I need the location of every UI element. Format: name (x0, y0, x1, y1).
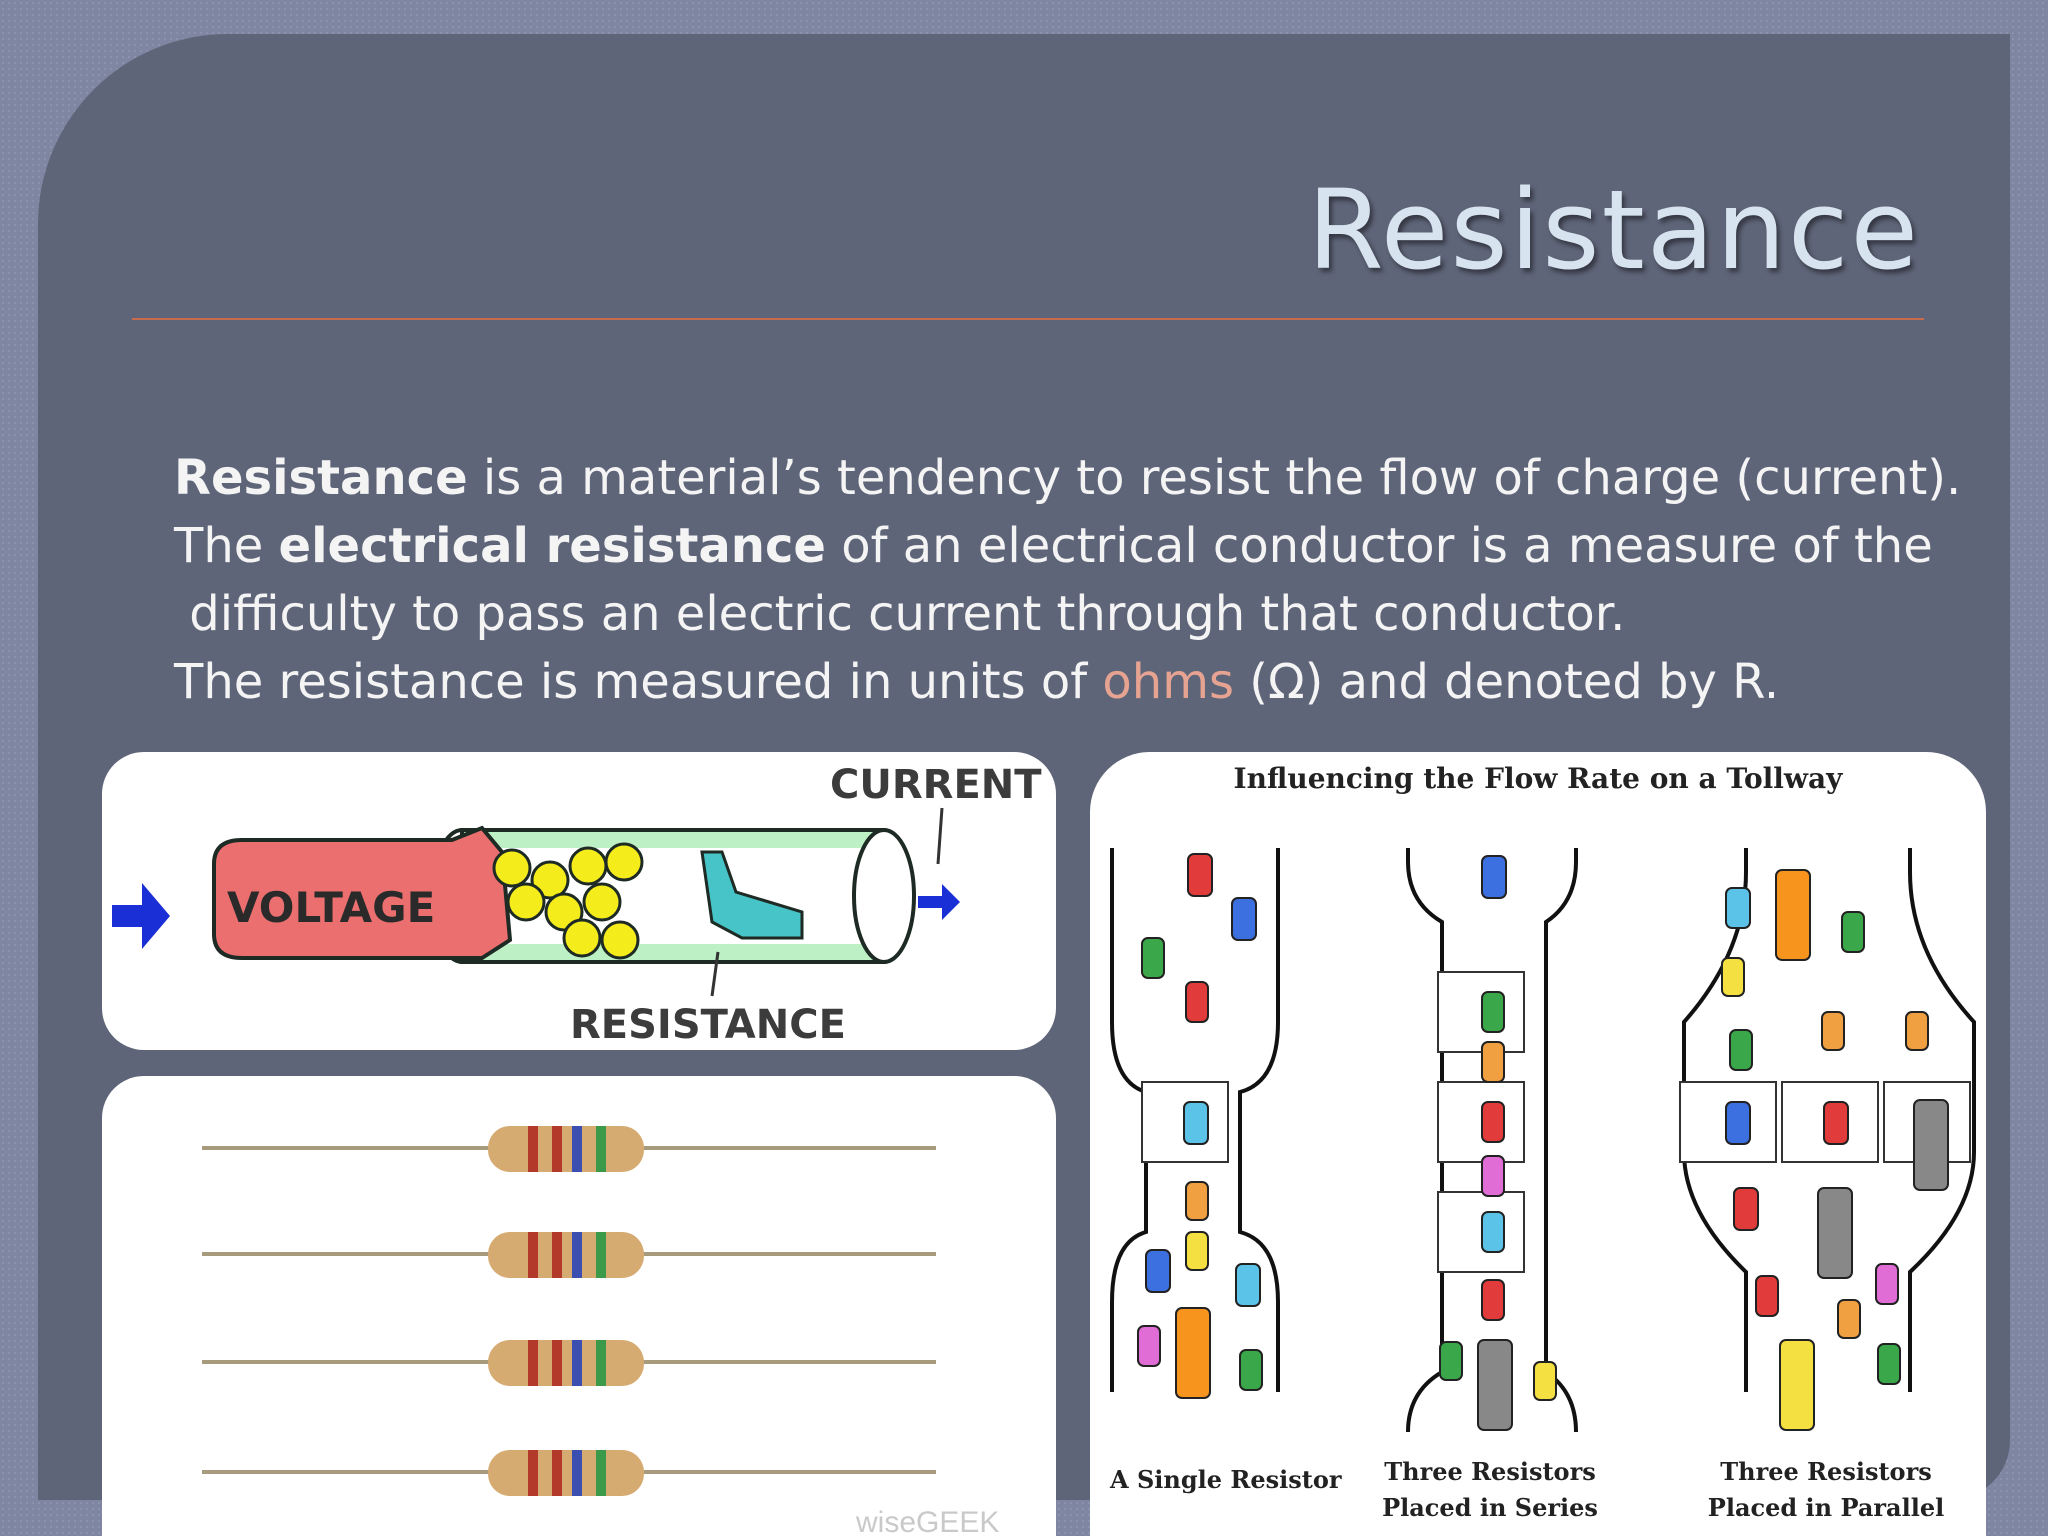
car-icon (1481, 1155, 1505, 1197)
car-icon (1823, 1101, 1849, 1145)
charge-9 (600, 920, 640, 960)
road-series (1406, 848, 1578, 1433)
truck-icon (1775, 869, 1811, 961)
hand-icon (700, 850, 804, 940)
car-icon (1231, 897, 1257, 941)
tollway-panel: Influencing the Flow Rate on a Tollway (1090, 752, 1986, 1536)
car-icon (1725, 1101, 1751, 1145)
voltage-piston (212, 825, 513, 960)
car-icon (1837, 1299, 1861, 1339)
car-icon (1821, 1011, 1845, 1051)
caption-parallel-line2: Placed in Parallel (1708, 1493, 1944, 1522)
charge-4 (604, 842, 644, 882)
car-icon (1733, 1187, 1759, 1231)
resistors-photo: wiseGEEK (202, 1126, 999, 1536)
truck-icon (1477, 1339, 1513, 1431)
body-line-1: Resistance is a material’s tendency to r… (174, 444, 1994, 512)
voltage-label: VOLTAGE (227, 883, 435, 932)
car-icon (1141, 937, 1165, 979)
car-icon (1481, 1041, 1505, 1083)
line-2-pre: The (174, 518, 279, 574)
resistance-label: RESISTANCE (570, 1002, 846, 1048)
charge-7 (582, 882, 622, 922)
resistance-pointer (710, 951, 720, 997)
caption-single: A Single Resistor (1109, 1465, 1342, 1494)
resistor-4 (202, 1450, 936, 1496)
truck-icon (1817, 1187, 1853, 1279)
term-electrical-resistance: electrical resistance (278, 518, 826, 574)
cars (1137, 853, 1949, 1431)
pipe-diagram-panel: VOLTAGE CURRENT RESISTANCE (102, 752, 1056, 1050)
car-icon (1185, 1181, 1209, 1221)
car-icon (1729, 1029, 1753, 1071)
car-icon (1481, 1279, 1505, 1321)
charge-8 (562, 918, 602, 958)
car-icon (1187, 853, 1213, 897)
caption-parallel-line1: Three Resistors (1720, 1457, 1931, 1486)
car-icon (1185, 981, 1209, 1023)
car-icon (1725, 887, 1751, 929)
term-resistance: Resistance (174, 450, 468, 506)
body-line-3: difficulty to pass an electric current t… (174, 580, 1994, 648)
car-icon (1877, 1343, 1901, 1385)
current-label: CURRENT (830, 762, 1042, 808)
resistor-3 (202, 1340, 936, 1386)
tollway-title: Influencing the Flow Rate on a Tollway (1234, 762, 1844, 795)
car-icon (1481, 855, 1507, 899)
charge-1 (492, 848, 532, 888)
charge-group (492, 842, 644, 960)
pipe-diagram: VOLTAGE CURRENT RESISTANCE (112, 762, 1042, 1048)
resistors-photo-panel: wiseGEEK (102, 1076, 1056, 1536)
caption-series-line2: Placed in Series (1382, 1493, 1598, 1522)
charge-5 (506, 882, 546, 922)
tollway-diagram: Influencing the Flow Rate on a Tollway (1109, 762, 1976, 1522)
current-pointer (936, 807, 944, 865)
car-icon (1721, 957, 1745, 997)
pipe-front-rim (852, 828, 916, 964)
car-icon (1235, 1263, 1261, 1307)
car-icon (1481, 1211, 1505, 1253)
car-icon (1439, 1341, 1463, 1381)
car-icon (1145, 1249, 1171, 1293)
charge-3 (568, 846, 608, 886)
car-icon (1185, 1231, 1209, 1271)
watermark: wiseGEEK (855, 1506, 999, 1536)
car-icon (1183, 1101, 1209, 1145)
car-icon (1481, 1101, 1505, 1143)
truck-icon (1913, 1099, 1949, 1191)
line-3-text: difficulty to pass an electric current t… (174, 586, 1626, 642)
truck-icon (1779, 1339, 1815, 1431)
car-icon (1137, 1325, 1161, 1367)
resistor-1 (202, 1126, 936, 1172)
car-icon (1841, 911, 1865, 953)
body-line-2: The electrical resistance of an electric… (174, 512, 1994, 580)
body-text: Resistance is a material’s tendency to r… (174, 444, 1994, 716)
left-arrow-icon (112, 883, 170, 949)
car-icon (1875, 1263, 1899, 1305)
line-4-pre: The resistance is measured in units of (174, 654, 1103, 710)
slide-title: Resistance (1307, 166, 1920, 294)
car-icon (1239, 1349, 1263, 1391)
line-4-rest: (Ω) and denoted by R. (1233, 654, 1780, 710)
ohms-highlight: ohms (1102, 654, 1234, 710)
car-icon (1533, 1361, 1557, 1401)
caption-series-line1: Three Resistors (1384, 1457, 1595, 1486)
line-1-rest: is a material’s tendency to resist the f… (467, 450, 1962, 506)
resistor-2 (202, 1232, 936, 1278)
title-divider (132, 318, 1924, 320)
body-line-4: The resistance is measured in units of o… (174, 648, 1994, 716)
car-icon (1481, 991, 1505, 1033)
charge-2 (530, 860, 570, 900)
car-icon (1755, 1275, 1779, 1317)
truck-icon (1175, 1307, 1211, 1399)
car-icon (1905, 1011, 1929, 1051)
right-arrow-icon (918, 884, 960, 920)
line-2-rest: of an electrical conductor is a measure … (825, 518, 1933, 574)
